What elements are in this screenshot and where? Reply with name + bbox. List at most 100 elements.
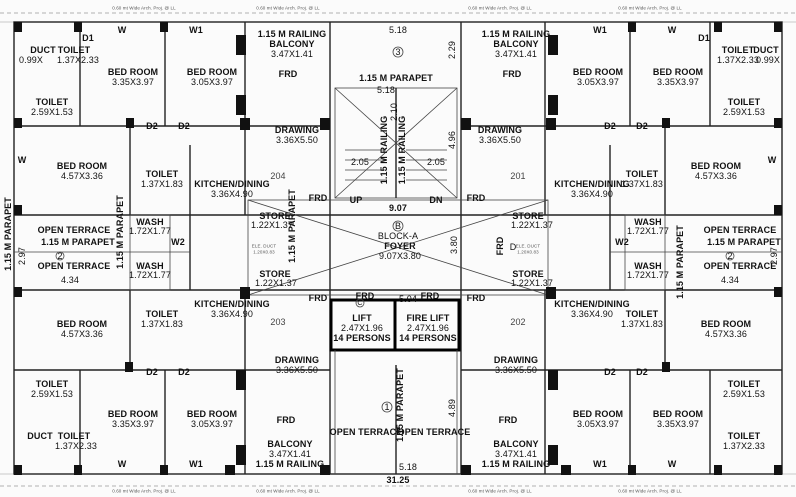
drawing-dim: 3.36X5.50	[479, 135, 521, 145]
bedroom-label: BED ROOM	[56, 319, 108, 329]
flat-number-203: 203	[270, 317, 286, 327]
kitchen-dim: 3.36X4.90	[571, 189, 613, 199]
bedroom-label: BED ROOM	[107, 67, 159, 77]
wash-dim: 1.72X1.77	[129, 226, 171, 236]
toilet-label: TOILET	[727, 379, 761, 389]
duct-label: DUCT	[30, 45, 56, 55]
drawing-dim: 3.36X5.50	[276, 365, 318, 375]
balcony-dim: 3.47X1.41	[495, 449, 537, 459]
toilet-label: TOILET	[625, 169, 659, 179]
marker-b: B	[394, 221, 402, 231]
kitchen-label: KITCHEN/DINING	[194, 299, 270, 309]
terrace-h-dim: 2.97	[17, 247, 27, 265]
bedroom-label: BED ROOM	[690, 161, 742, 171]
window-tag-w2: W2	[615, 237, 629, 247]
lift-label: LIFT	[352, 313, 372, 323]
frd-label: FRD	[466, 193, 486, 203]
toilet-dim: 1.37X2.33	[57, 55, 99, 65]
parapet-label: 1.15 M PARAPET	[675, 225, 685, 299]
marker-d: D	[509, 242, 517, 252]
bedroom-dim: 3.35X3.97	[657, 419, 699, 429]
window-tag-w1: W1	[189, 25, 203, 35]
toilet-dim: 2.59X1.53	[31, 107, 73, 117]
terrace-span-dim: 4.34	[61, 275, 79, 285]
dim-205: 2.05	[351, 157, 369, 167]
dim-518c: 5.18	[399, 462, 417, 472]
store-dim: 1.22X1.37	[255, 278, 297, 288]
dim-518: 5.18	[389, 25, 407, 35]
dim-489: 4.89	[447, 399, 457, 417]
dim-229: 2.29	[447, 41, 457, 59]
open-terrace-label: OPEN TERRACE	[703, 261, 777, 271]
toilet-dim: 1.37X1.83	[621, 319, 663, 329]
bedroom-label: BED ROOM	[56, 161, 108, 171]
frd-label: FRD	[355, 291, 375, 301]
toilet-dim: 1.37X1.83	[141, 319, 183, 329]
door-tag-d1: D2	[636, 367, 648, 377]
toilet-label: TOILET	[721, 45, 755, 55]
bedroom-dim: 3.05X3.97	[191, 419, 233, 429]
frd-label: FRD	[308, 193, 328, 203]
store-label: STORE	[512, 211, 544, 221]
open-terrace-label: OPEN TERRACE	[397, 427, 471, 437]
parapet-label: 1.15 M PARAPET	[707, 237, 781, 247]
frd-label: FRD	[308, 293, 328, 303]
toilet-label: TOILET	[57, 45, 91, 55]
fire-lift-capacity: 14 PERSONS	[399, 333, 457, 343]
bedroom-dim: 4.57X3.36	[61, 171, 103, 181]
window-tag-w: W	[767, 155, 777, 165]
parapet-label: 1.15 M PARAPET	[287, 189, 297, 263]
railing-label: 1.15 M RAILING	[481, 459, 551, 469]
railing-label: 1.15 M RAILING	[379, 115, 389, 185]
door-tag-d1: D2	[146, 121, 158, 131]
terrace-span-dim: 4.34	[721, 275, 739, 285]
frd-label: FRD	[498, 415, 518, 425]
frd-label: FRD	[276, 415, 296, 425]
drawing-label: DRAWING	[274, 125, 320, 135]
parapet-label: 1.15 M PARAPET	[359, 73, 433, 83]
parapet-label: 1.15 M PARAPET	[3, 197, 13, 271]
door-tag-d1: D2	[146, 367, 158, 377]
arch-note: 0.60 mt Wide Arch. Proj. @ LL	[618, 488, 682, 494]
elec-duct-dim: 1.20X0.83	[517, 249, 539, 255]
arch-note: 0.60 mt Wide Arch. Proj. @ LL	[468, 488, 532, 494]
balcony-label: BALCONY	[269, 39, 315, 49]
flat-number-202: 202	[510, 317, 526, 327]
wash-label: WASH	[634, 217, 662, 227]
dim-205b: 2.05	[427, 157, 445, 167]
window-tag-w2: W2	[171, 237, 185, 247]
marker-2: 2	[57, 251, 63, 261]
wash-dim: 1.72X1.77	[627, 226, 669, 236]
door-tag-d2: D1	[82, 33, 94, 43]
arch-note: 0.60 mt Wide Arch. Proj. @ LL	[256, 5, 320, 11]
duct-dim: 0.99X	[755, 55, 781, 65]
balcony-label: BALCONY	[493, 439, 539, 449]
frd-label: FRD	[466, 293, 486, 303]
drd-label: FRD	[495, 236, 505, 256]
store-label: STORE	[259, 269, 291, 279]
window-tag-w1: W1	[593, 459, 607, 469]
drawing-label: DRAWING	[477, 125, 523, 135]
bedroom-dim: 3.05X3.97	[577, 77, 619, 87]
fire-lift-dim: 2.47X1.96	[407, 323, 449, 333]
store-dim: 1.22X1.37	[511, 220, 553, 230]
kitchen-dim: 3.36X4.90	[571, 309, 613, 319]
bedroom-dim: 3.05X3.97	[577, 419, 619, 429]
bedroom-label: BED ROOM	[652, 409, 704, 419]
railing-label: 1.15 M RAILING	[255, 459, 325, 469]
kitchen-dim: 3.36X4.90	[211, 189, 253, 199]
bedroom-label: BED ROOM	[652, 67, 704, 77]
toilet-label: TOILET	[35, 379, 69, 389]
wash-label: WASH	[634, 261, 662, 271]
open-terrace-label: OPEN TERRACE	[703, 225, 777, 235]
kitchen-dim: 3.36X4.90	[211, 309, 253, 319]
arch-note: 0.60 mt Wide Arch. Proj. @ LL	[618, 5, 682, 11]
door-tag-d1: D2	[604, 367, 616, 377]
door-tag-d1: D2	[604, 121, 616, 131]
duct-label: DUCT	[27, 431, 53, 441]
kitchen-label: KITCHEN/DINING	[554, 179, 630, 189]
foyer-label: FOYER	[384, 241, 416, 251]
railing-label: 1.15 M RAILING	[397, 115, 407, 185]
railing-label: 1.15 M RAILING	[481, 29, 551, 39]
foyer-width: 9.07	[389, 203, 407, 213]
